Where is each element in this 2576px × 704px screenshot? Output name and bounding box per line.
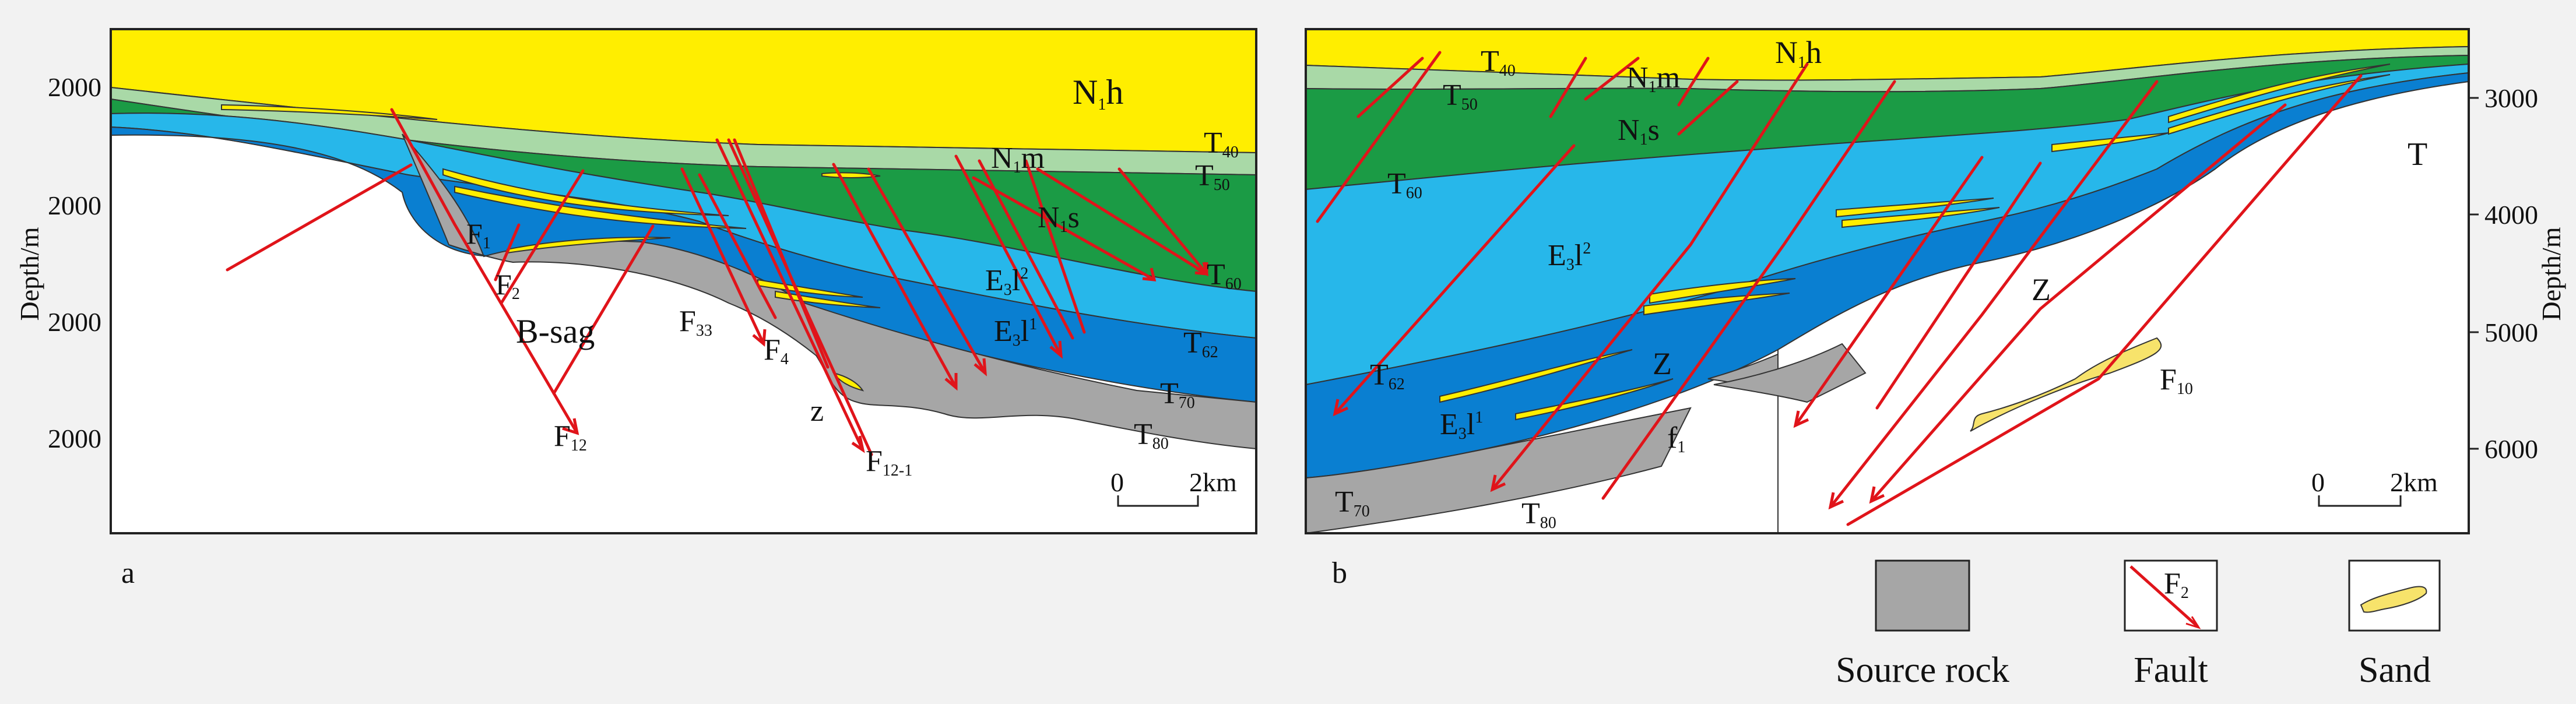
legend-fault-arrow — [2185, 616, 2201, 629]
y-tick-b-1: 3000 — [2484, 83, 2538, 113]
panel-a-labels: N1h T40 N1m T50 N1s E3l2 T60 E3l1 T62 T7… — [466, 73, 1242, 480]
sand-bodies-b — [1439, 64, 2391, 432]
y-tick-a-4: 2000 — [48, 424, 101, 453]
legend-swatch-fault — [2124, 559, 2218, 632]
scale-zero-a: 0 — [1110, 467, 1124, 497]
label-t70-b: T70 — [1335, 485, 1370, 520]
layer-grey-mid-b — [1713, 343, 1867, 403]
legend-fault-icon-label: F2 — [2164, 567, 2189, 602]
label-n1h-a: N1h — [1073, 73, 1123, 114]
sand-bodies-a — [221, 104, 881, 392]
panel-b-strata — [1306, 29, 2469, 533]
label-f12-1-a: F12-1 — [866, 445, 912, 480]
panel-letter-b: b — [1332, 557, 1347, 590]
label-t70-a: T70 — [1160, 377, 1195, 412]
legend-label-sand: Sand — [2359, 650, 2431, 690]
label-f33-a: F33 — [679, 305, 712, 340]
label-f2-a: F2 — [495, 268, 520, 303]
fault-arrows-b — [1333, 399, 1885, 510]
y-tick-b-4: 6000 — [2484, 434, 2538, 464]
label-n1s-a: N1s — [1038, 201, 1080, 236]
panel-a-strata — [111, 29, 1256, 456]
label-t40-a: T40 — [1204, 126, 1239, 161]
faults-a — [226, 108, 1208, 456]
faults-b — [1316, 51, 2363, 526]
y-tick-a-2: 2000 — [48, 191, 101, 220]
label-t-b: T — [2408, 136, 2427, 173]
panel-b-labels: N1h T40 N1m T50 N1s T60 E3l2 T62 E3l1 Z … — [1335, 35, 2427, 532]
label-n1h-b: N1h — [1775, 35, 1822, 72]
label-e3l1-a: E3l1 — [994, 315, 1037, 350]
label-e3l1-b: E3l1 — [1440, 408, 1483, 443]
panel-b: 3000 4000 5000 6000 Depth/m N1h T40 N1m … — [1305, 28, 2566, 590]
scale-end-b: 2km — [2390, 467, 2438, 497]
label-f12-a: F12 — [554, 420, 587, 455]
scale-bar-b: 0 2km — [2311, 467, 2438, 507]
label-n1m-b: N1m — [1626, 61, 1680, 96]
panel-b-frame — [1305, 28, 2470, 534]
legend-label-fault: Fault — [2134, 650, 2208, 690]
panel-b-y-axis: 3000 4000 5000 6000 Depth/m — [2469, 83, 2566, 464]
layer-source-rock-a — [402, 133, 1256, 450]
y-tick-b-2: 4000 — [2484, 200, 2538, 230]
label-z-a: z — [810, 395, 824, 428]
legend: Source rock F2 Fault Sand — [1836, 559, 2441, 690]
label-t50-a: T50 — [1195, 159, 1230, 194]
label-t50-b: T50 — [1443, 79, 1478, 114]
y-tick-b-3: 5000 — [2484, 318, 2538, 347]
label-t80-a: T80 — [1134, 418, 1169, 453]
panel-a-frame — [110, 28, 1257, 534]
layer-basement-b — [1777, 80, 2469, 533]
legend-label-source-rock: Source rock — [1836, 650, 2009, 690]
label-t60-a: T60 — [1207, 258, 1242, 293]
label-n1m-a: N1m — [991, 142, 1045, 177]
legend-sand-icon — [2360, 586, 2427, 613]
label-t62-a: T62 — [1183, 326, 1218, 361]
y-axis-title-a: Depth/m — [15, 227, 44, 321]
label-f1-a: F1 — [466, 217, 491, 252]
label-n1s-b: N1s — [1618, 114, 1660, 149]
scale-end-a: 2km — [1189, 467, 1237, 497]
label-e3l2-b: E3l2 — [1548, 239, 1591, 274]
layer-source-rock-b — [1306, 407, 1692, 533]
label-bsag-a: B-sag — [516, 312, 595, 350]
label-e3l2-a: E3l2 — [985, 264, 1028, 299]
y-axis-title-b: Depth/m — [2536, 227, 2566, 321]
label-f4-a: F4 — [764, 333, 789, 368]
label-t60-b: T60 — [1387, 167, 1422, 202]
panel-letter-a: a — [121, 557, 135, 590]
panel-a-y-axis: 2000 2000 2000 2000 Depth/m — [15, 72, 101, 453]
label-f1-b: f1 — [1667, 421, 1685, 456]
label-z1-b: Z — [1653, 346, 1672, 381]
fault-arrows-a — [562, 262, 1209, 453]
legend-swatch-source-rock — [1875, 559, 1970, 632]
y-tick-a-3: 2000 — [48, 307, 101, 337]
scale-bar-a: 0 2km — [1110, 467, 1237, 507]
y-tick-a-1: 2000 — [48, 72, 101, 102]
panel-a: 2000 2000 2000 2000 Depth/m N1h T40 N1m … — [15, 28, 1257, 590]
label-t80-b: T80 — [1521, 497, 1556, 532]
legend-fault-line — [2129, 565, 2199, 628]
label-t62-b: T62 — [1370, 358, 1405, 393]
label-f10-b: F10 — [2160, 363, 2193, 398]
label-z2-b: Z — [2032, 272, 2051, 307]
scale-zero-b: 0 — [2311, 467, 2325, 497]
label-t40-b: T40 — [1481, 45, 1516, 80]
